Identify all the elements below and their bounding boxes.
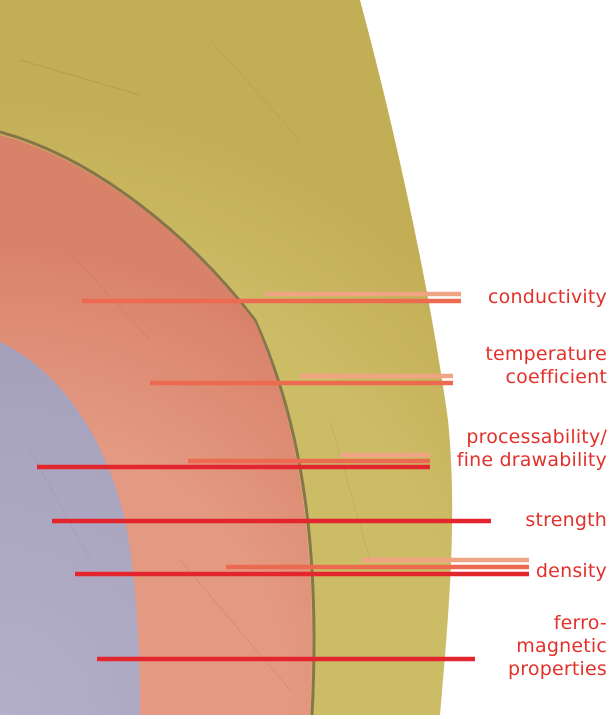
label-temperature-coefficient: temperature coefficient: [485, 343, 607, 389]
label-strength: strength: [525, 509, 607, 532]
label-processability-line1: processability/: [457, 426, 607, 449]
label-ferromagnetic-line2: magnetic: [508, 635, 607, 658]
label-density: density: [536, 560, 607, 583]
label-ferromagnetic-line3: properties: [508, 658, 607, 681]
label-temperature-line2: coefficient: [485, 366, 607, 389]
label-conductivity: conductivity: [488, 286, 607, 309]
label-processability-line2: fine drawability: [457, 449, 607, 472]
label-temperature-line1: temperature: [485, 343, 607, 366]
label-strength-line1: strength: [525, 509, 607, 532]
label-ferromagnetic: ferro- magnetic properties: [508, 612, 607, 681]
label-density-line1: density: [536, 560, 607, 583]
label-ferromagnetic-line1: ferro-: [508, 612, 607, 635]
label-processability: processability/ fine drawability: [457, 426, 607, 472]
label-conductivity-line1: conductivity: [488, 286, 607, 308]
